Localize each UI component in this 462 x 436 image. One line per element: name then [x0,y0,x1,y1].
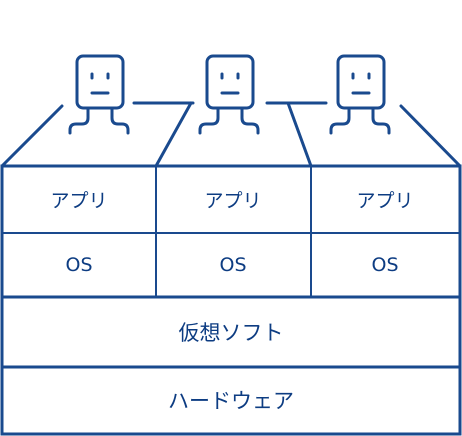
virtualization-label: 仮想ソフト [179,321,284,345]
roof-lines [0,101,462,168]
app-label-2: アプリ [204,190,261,212]
app-label-3: アプリ [356,190,413,212]
divider-right-upper [286,101,313,168]
roof-left-line [0,104,64,168]
labels: アプリ アプリ アプリ OS OS OS 仮想ソフト ハードウェア [50,190,413,413]
robot-icon [68,54,130,135]
stack-outline [0,164,462,436]
os-label-3: OS [371,254,398,276]
roof-right-line [399,104,462,168]
robot-1 [68,54,130,135]
os-label-1: OS [65,254,92,276]
hardware-label: ハードウェア [168,389,294,413]
divider-left-upper [154,101,193,168]
app-label-1: アプリ [50,190,107,212]
os-label-2: OS [219,254,246,276]
robot-3 [329,54,391,135]
robot-2 [198,54,260,135]
robot-icon [329,54,391,135]
robot-icon [198,54,260,135]
layer-stack [0,164,462,436]
